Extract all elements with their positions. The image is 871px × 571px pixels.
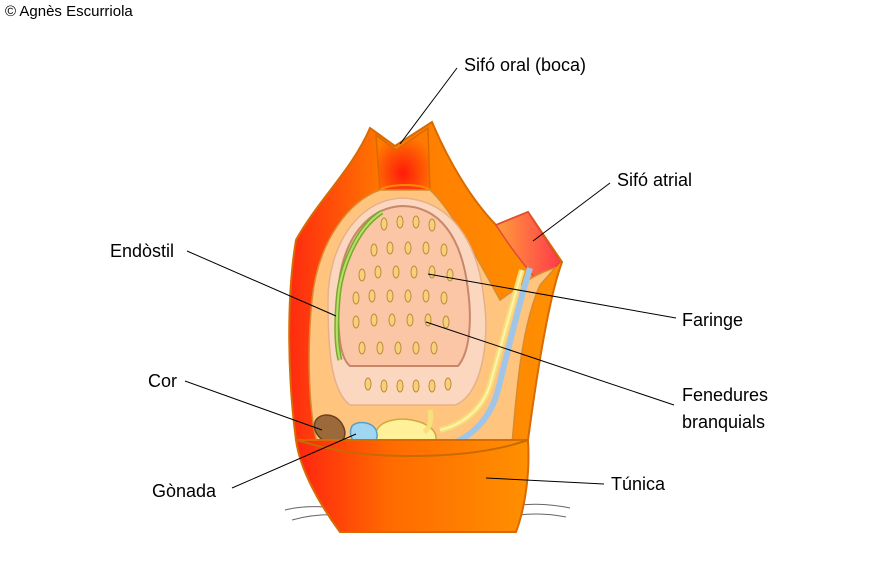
copyright-text: © Agnès Escurriola <box>5 3 133 20</box>
tunica-base <box>294 439 530 533</box>
label-fenedures-line1: Fenedures <box>682 385 769 405</box>
label-tunica: Túnica <box>611 474 666 494</box>
label-fenedures-line2: branquials <box>682 412 766 432</box>
cor <box>313 414 346 445</box>
label-endostil: Endòstil <box>110 241 175 261</box>
label-faringe: Faringe <box>682 310 744 330</box>
esophagus <box>422 409 434 435</box>
leader-lines <box>184 67 677 489</box>
sifo-oral-shape <box>375 126 431 193</box>
label-cor: Cor <box>148 371 178 391</box>
label-sifo-atrial: Sifó atrial <box>617 170 693 190</box>
label-gonada: Gònada <box>152 481 217 501</box>
endostil-inner <box>335 211 383 361</box>
intestine-yellow-inner <box>439 269 523 431</box>
fenedures-branquials <box>352 215 454 393</box>
tunica-rim <box>295 439 529 458</box>
label-sifo-oral: Sifó oral (boca) <box>464 55 587 75</box>
